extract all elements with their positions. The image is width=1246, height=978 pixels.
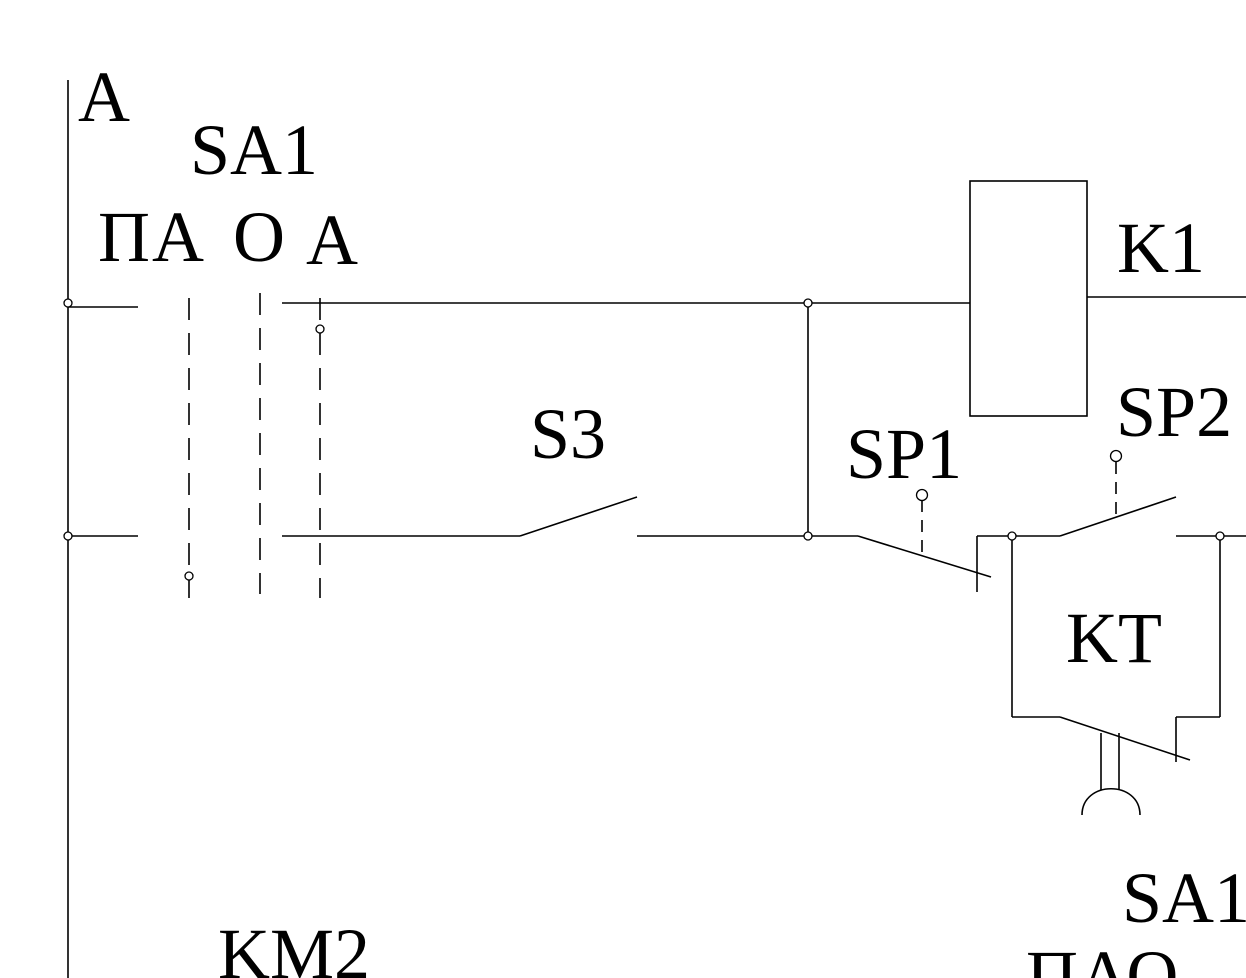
sa1-label: SA1 bbox=[190, 110, 318, 190]
bus-label: A bbox=[78, 57, 130, 137]
bus-node-rung1 bbox=[63, 298, 73, 308]
kt-delay-arc bbox=[1081, 787, 1141, 816]
km2-label: KM2 bbox=[218, 914, 370, 978]
s3-contact-blade bbox=[519, 496, 638, 537]
kt-node bbox=[1215, 531, 1225, 541]
bus-node-rung2 bbox=[63, 531, 73, 541]
junction-node bbox=[803, 298, 813, 308]
sa1-bottom-label: SA1 bbox=[1122, 858, 1246, 938]
junction-node bbox=[803, 531, 813, 541]
sa1-mode-a: А bbox=[152, 197, 204, 277]
kt-contact-blade bbox=[1059, 716, 1191, 761]
sa1-contact-dot bbox=[315, 324, 325, 334]
sa1-contact-dot bbox=[184, 571, 194, 581]
kt-node bbox=[1007, 531, 1017, 541]
sp1-actuator bbox=[915, 488, 929, 502]
sp2-actuator bbox=[1109, 449, 1123, 463]
sa1-bottom-modes: ПАО bbox=[1026, 936, 1178, 978]
sp1-contact-blade bbox=[857, 535, 992, 578]
sp2-label: SP2 bbox=[1116, 372, 1232, 452]
s3-label: S3 bbox=[530, 394, 606, 474]
sp2-contact-blade bbox=[1059, 496, 1177, 537]
kt-label: KT bbox=[1066, 598, 1162, 678]
sa1-mode-o: О bbox=[233, 197, 285, 277]
sa1-mode-a2: А bbox=[306, 200, 358, 280]
sa1-mode-p: П bbox=[98, 197, 150, 277]
sp1-label: SP1 bbox=[846, 414, 962, 494]
k1-label: K1 bbox=[1117, 208, 1205, 288]
k1-coil bbox=[969, 180, 1088, 417]
